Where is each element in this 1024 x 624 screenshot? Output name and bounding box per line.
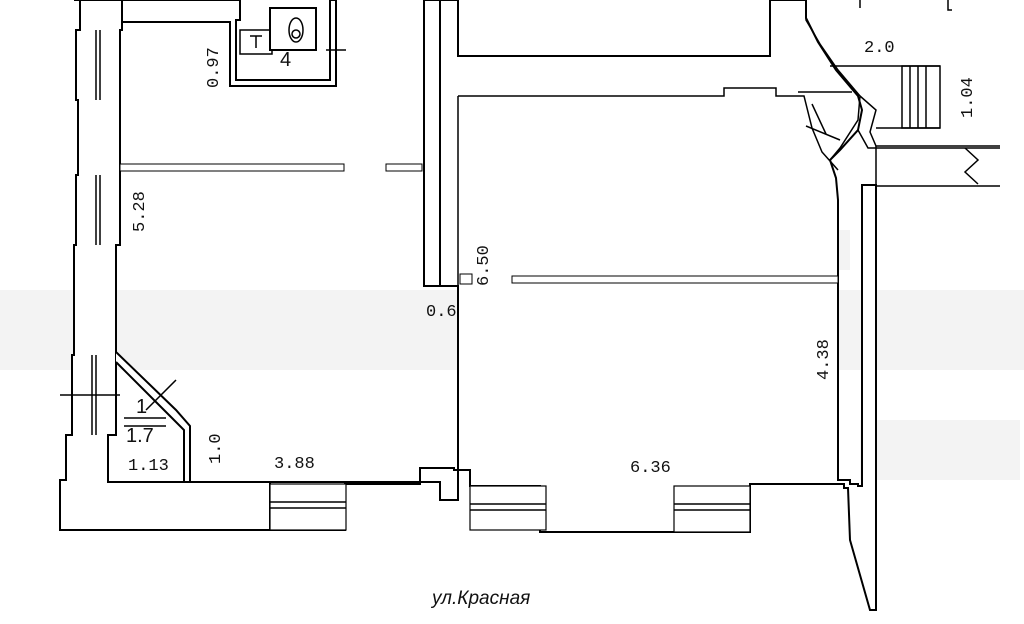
right-wall-stairs — [798, 0, 1000, 187]
dim-3-88: 3.88 — [274, 455, 315, 474]
room-4-number: 4 — [280, 49, 291, 71]
room-1-number: 1 — [136, 396, 147, 418]
dim-4-38: 4.38 — [815, 339, 834, 380]
dim-6-36: 6.36 — [630, 459, 671, 478]
dim-1-0: 1.0 — [207, 433, 226, 464]
toilet-room-4 — [239, 7, 346, 62]
dim-0-6: 0.6 — [426, 303, 457, 322]
top-left-wall — [121, 0, 337, 87]
street-label: ул.Красная — [430, 588, 530, 609]
main-room-outline — [457, 87, 839, 286]
dim-1-13: 1.13 — [128, 457, 169, 476]
dim-0-97: 0.97 — [205, 47, 224, 88]
bottom-windows — [269, 483, 751, 533]
dimension-labels: 0.97 2.0 1.04 5.28 6.50 0.6 4.38 1.13 1.… — [128, 39, 978, 478]
dim-6-50: 6.50 — [475, 245, 494, 286]
room-1-area: 1.7 — [126, 425, 154, 447]
left-exterior-wall — [59, 0, 271, 531]
room-labels: 1 1.7 4 — [124, 49, 291, 447]
dim-1-04: 1.04 — [959, 77, 978, 118]
room-1-closet — [115, 351, 191, 483]
section-bars — [119, 163, 839, 285]
dim-5-28: 5.28 — [131, 191, 150, 232]
dim-2-0: 2.0 — [864, 39, 895, 58]
